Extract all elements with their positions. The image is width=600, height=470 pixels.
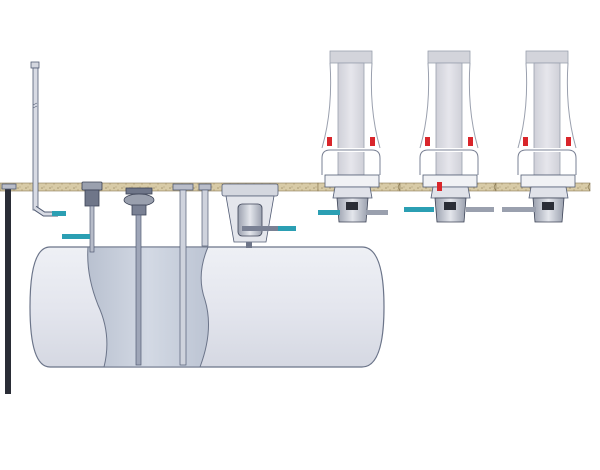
vent-pipe-icon xyxy=(30,61,66,217)
tank-cutaway-icon xyxy=(87,246,209,368)
fill-riser-icon xyxy=(62,181,103,253)
product-line-icon xyxy=(318,210,388,215)
fuel-dispenser-icon xyxy=(418,50,480,176)
dispenser-sump-icon xyxy=(422,174,478,223)
product-line-icon xyxy=(502,207,536,212)
dispenser-sump-icon xyxy=(324,174,380,223)
monitoring-well-icon xyxy=(172,183,212,366)
dark-pipe-icon xyxy=(1,183,17,394)
dispenser-sump-icon xyxy=(520,174,576,223)
fuel-dispenser-icon xyxy=(516,50,578,176)
fuel-dispenser-icon xyxy=(320,50,382,176)
turbine-sump-icon xyxy=(221,183,296,248)
submersible-pump-icon xyxy=(123,187,155,366)
product-line-icon xyxy=(404,207,494,212)
